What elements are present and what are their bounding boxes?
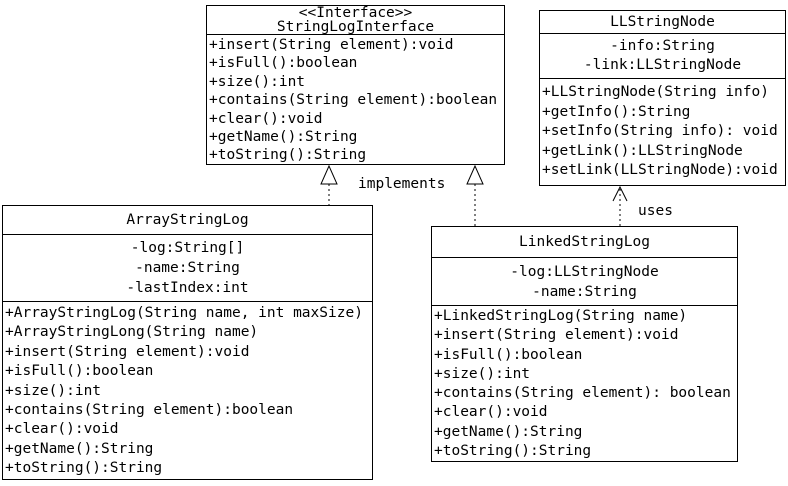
method-entry: +toString():String <box>434 443 592 460</box>
attributes-compartment-llstringnode: -info:String -link:LLStringNode <box>540 34 785 79</box>
method-entry: +toString():String <box>209 147 367 164</box>
method-entry: +insert(String element):void <box>434 327 679 344</box>
method-entry: +size():int <box>209 73 306 90</box>
methods-compartment-llstringnode: +LLStringNode(String info) +getInfo():Str… <box>540 79 785 185</box>
uses-label: uses <box>638 203 673 219</box>
attribute-entry: -log:String[] <box>130 240 245 256</box>
class-name: LLStringNode <box>610 14 715 30</box>
method-entry: +contains(String element): boolean <box>434 385 731 402</box>
method-entry: +clear():void <box>434 404 548 421</box>
attribute-entry: -name:String <box>135 260 240 276</box>
method-entry: +contains(String element):boolean <box>209 92 498 109</box>
class-name: LinkedStringLog <box>519 234 650 250</box>
class-name: ArrayStringLog <box>126 212 249 228</box>
method-entry: +isFull():boolean <box>434 346 583 363</box>
method-entry: +setInfo(String info): void <box>542 123 778 139</box>
method-entry: +getInfo():String <box>542 103 691 120</box>
class-title-stringloginterface: <<Interface>> StringLogInterface <box>207 6 504 35</box>
class-box-arraystringlog: ArrayStringLog -log:String[] -name:String… <box>2 205 373 480</box>
method-entry: +isFull():boolean <box>5 363 154 380</box>
method-entry: +insert(String element):void <box>5 343 250 360</box>
attribute-entry: -lastIndex:int <box>126 280 249 296</box>
method-entry: +setLink(LLStringNode):void <box>542 162 778 178</box>
class-box-llstringnode: LLStringNode -info:String -link:LLStringN… <box>539 10 786 186</box>
realization-arrowhead-left <box>320 164 338 185</box>
methods-compartment-linkedstringlog: +LinkedStringLog(String name) +insert(Str… <box>432 306 737 461</box>
attribute-entry: -log:LLStringNode <box>510 264 659 280</box>
method-entry: +size():int <box>434 365 531 382</box>
attributes-compartment-linkedstringlog: -log:LLStringNode -name:String <box>432 258 737 306</box>
method-entry: +clear():void <box>209 110 323 127</box>
methods-compartment-stringloginterface: +insert(String element):void +isFull():bo… <box>207 35 504 164</box>
method-entry: +getName():String <box>5 440 154 457</box>
method-entry: +clear():void <box>5 421 119 438</box>
method-entry: +getName():String <box>434 423 583 440</box>
method-entry: +ArrayStringLong(String name) <box>5 324 259 341</box>
class-stereotype: <<Interface>> <box>298 5 413 21</box>
attribute-entry: -link:LLStringNode <box>583 57 742 73</box>
class-title-llstringnode: LLStringNode <box>540 11 785 34</box>
attribute-entry: -info:String <box>610 38 715 54</box>
class-box-stringloginterface: <<Interface>> StringLogInterface +insert… <box>206 5 505 165</box>
class-title-linkedstringlog: LinkedStringLog <box>432 227 737 258</box>
class-name: StringLogInterface <box>276 19 435 35</box>
class-title-arraystringlog: ArrayStringLog <box>3 206 372 235</box>
method-entry: +ArrayStringLog(String name, int maxSize… <box>5 305 363 321</box>
method-entry: +contains(String element):boolean <box>5 402 294 419</box>
methods-compartment-arraystringlog: +ArrayStringLog(String name, int maxSize… <box>3 302 372 479</box>
method-entry: +isFull():boolean <box>209 55 358 72</box>
dependency-arrowhead-uses <box>612 185 628 202</box>
method-entry: +size():int <box>5 382 102 399</box>
method-entry: +LLStringNode(String info) <box>542 84 769 100</box>
realization-arrowhead-right <box>466 164 484 185</box>
class-box-linkedstringlog: LinkedStringLog -log:LLStringNode -name:S… <box>431 226 738 462</box>
attribute-entry: -name:String <box>532 284 637 300</box>
method-entry: +getLink():LLStringNode <box>542 142 743 159</box>
method-entry: +insert(String element):void <box>209 37 454 53</box>
attributes-compartment-arraystringlog: -log:String[] -name:String -lastIndex:int <box>3 235 372 302</box>
method-entry: +toString():String <box>5 460 163 477</box>
method-entry: +getName():String <box>209 129 358 146</box>
implements-label: implements <box>358 176 446 192</box>
method-entry: +LinkedStringLog(String name) <box>434 308 688 324</box>
